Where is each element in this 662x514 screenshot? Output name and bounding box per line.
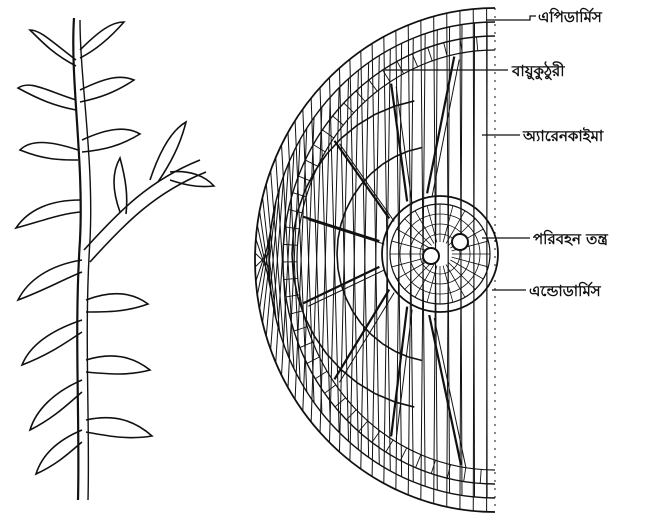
label-vascular-bundle: পরিবহন তন্ত্র (533, 229, 608, 248)
label-epidermis: এপিডার্মিস (538, 7, 603, 26)
leader-epidermis (486, 16, 536, 20)
vascular-bundle (382, 196, 498, 312)
label-endodermis: এন্ডোডার্মিস (529, 281, 602, 300)
cross-section (255, 8, 498, 512)
label-air-chamber: বায়ুকুঠুরী (511, 61, 565, 81)
xylem-vessel-left (423, 248, 439, 264)
xylem-vessel-right (452, 234, 468, 250)
epidermis-cells (255, 8, 487, 512)
aerenchyma-network (292, 57, 466, 468)
label-aerenchyma: অ্যারেনকাইমা (522, 126, 604, 145)
plant-illustration (16, 18, 214, 500)
